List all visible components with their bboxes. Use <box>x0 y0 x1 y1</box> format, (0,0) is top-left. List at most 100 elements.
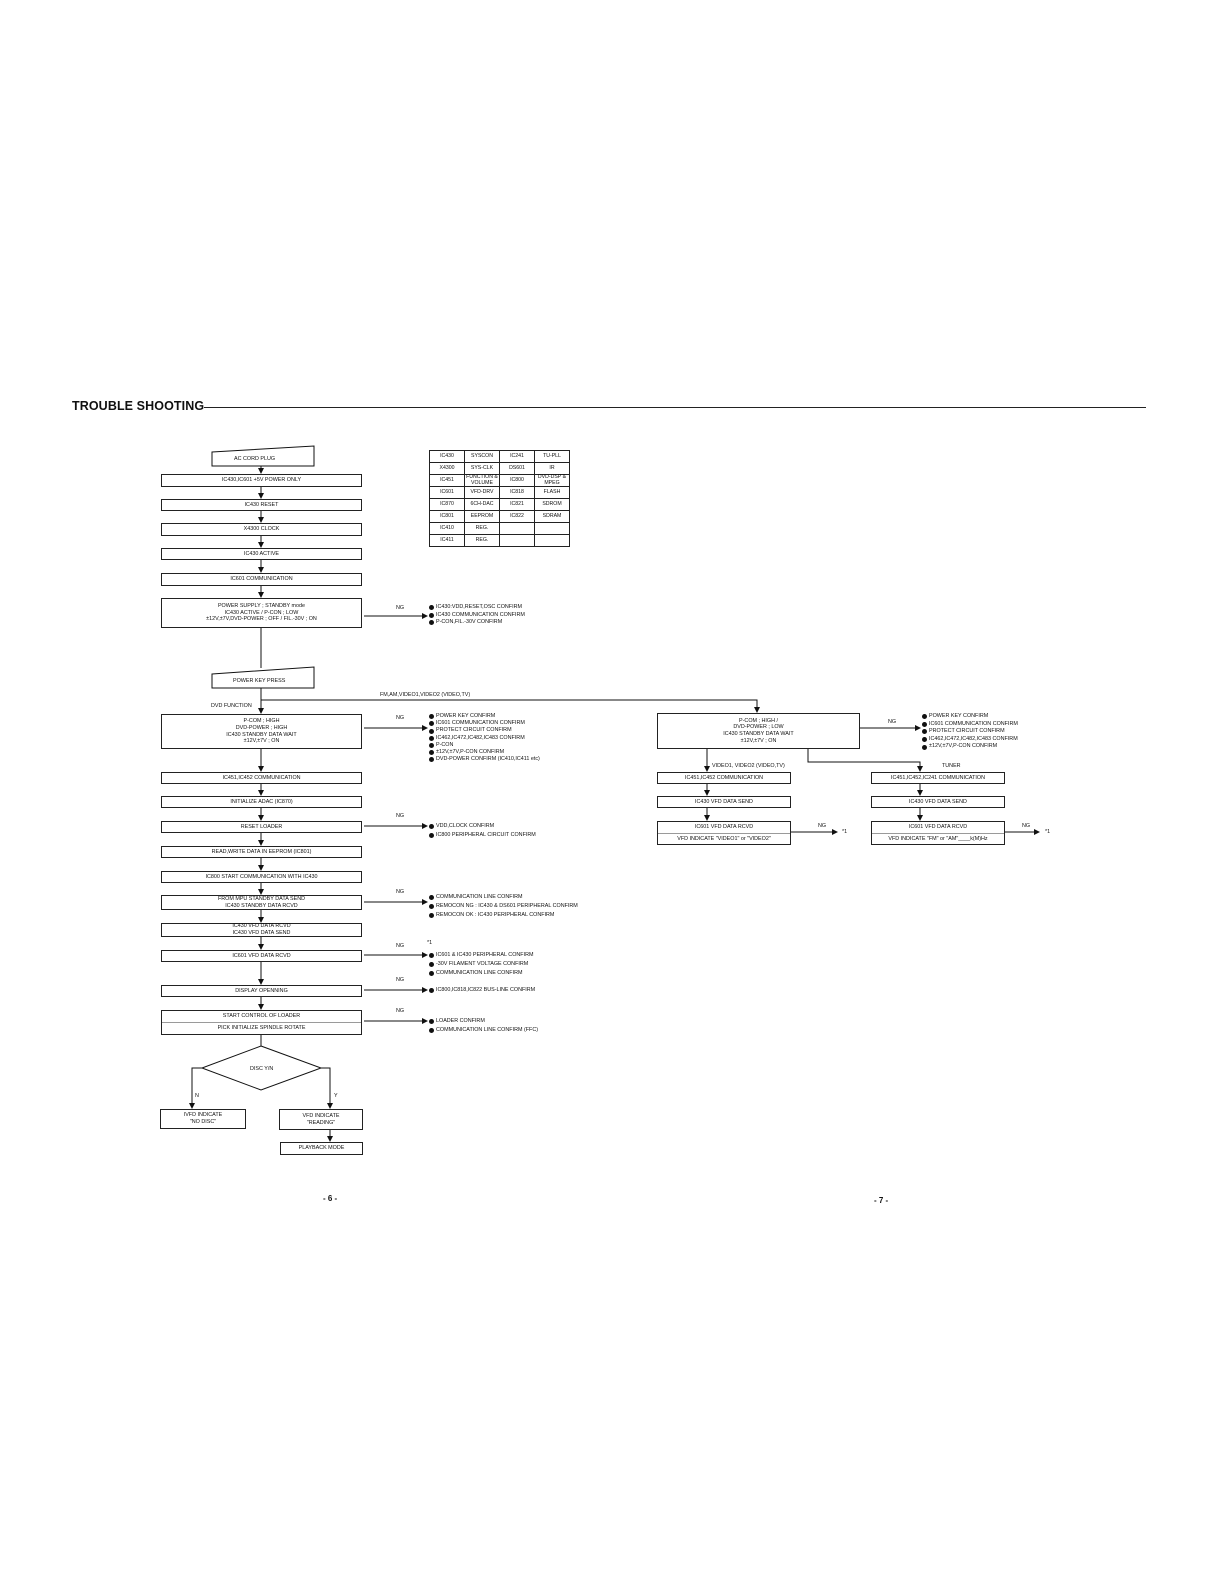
fm-am-video-label: FM,AM,VIDEO1,VIDEO2 (VIDEO,TV) <box>380 692 471 698</box>
ic-table-cell: IC451 <box>429 473 465 488</box>
check-item: IC601 & IC430 PERIPHERAL CONFIRM <box>429 951 533 960</box>
check-item: IC601 COMMUNICATION CONFIRM <box>429 720 540 727</box>
ic451-communication-box: IC451,IC452 COMMUNICATION <box>161 772 362 784</box>
ng-label: NG <box>818 823 827 829</box>
from-mpu-box: FROM MPU STANDBY DATA SEND IC430 STANDBY… <box>161 895 362 910</box>
check-item-text: P-CON,FIL.-30V CONFIRM <box>436 619 503 626</box>
power-key-press-shape <box>211 666 315 689</box>
ng-label: NG <box>888 719 897 725</box>
tuner-branch-label: TUNER <box>942 763 961 769</box>
check-item-text: ±12V,±7V,P-CON CONFIRM <box>929 743 998 750</box>
ic-table-cell: X4300 <box>429 462 465 475</box>
vfd-rcvd-send-box: IC430 VFD DATA RCVD IC430 VFD DATA SEND <box>161 923 362 937</box>
bullet-icon <box>429 988 434 994</box>
check-item: LOADER CONFIRM <box>429 1017 538 1026</box>
ic-table-cell: SYSCON <box>464 450 500 463</box>
check-item-text: IC462,IC472,IC482,IC483 CONFIRM <box>929 735 1018 742</box>
check-item-text: ±12V,±7V,P-CON CONFIRM <box>436 749 505 756</box>
bullet-icon <box>429 833 434 838</box>
ic-table-cell: IR <box>534 462 570 475</box>
page-title: TROUBLE SHOOTING <box>72 399 205 413</box>
ic-table-cell: EEPROM <box>464 510 500 524</box>
ic601-communication-box: IC601 COMMUNICATION <box>161 573 362 586</box>
check-item-text: REMOCON NG : IC430 & DS601 PERIPHERAL CO… <box>436 903 578 909</box>
star1-label: *1 <box>427 940 433 946</box>
tuner-vfd-rcvd-box: IC601 VFD DATA RCVD VFD INDICATE "FM" or… <box>871 821 1005 845</box>
initialize-adac-box: INITIALIZE ADAC (IC870) <box>161 796 362 808</box>
bullet-icon <box>429 1019 434 1024</box>
display-checks: IC800,IC818,IC822 BUS-LINE CONFIRM <box>429 987 535 995</box>
check-item-text: POWER KEY CONFIRM <box>929 713 989 719</box>
ic-table-cell: IC801 <box>429 510 465 524</box>
bullet-icon <box>922 729 927 735</box>
bullet-icon <box>922 714 927 720</box>
check-item: COMMUNICATION LINE CONFIRM <box>429 893 578 902</box>
check-item: DVD-POWER CONFIRM (IC410,IC411 etc) <box>429 756 540 763</box>
reset-loader-box: RESET LOADER <box>161 821 362 833</box>
check-item-text: REMOCON OK : IC430 PERIPHERAL CONFIRM <box>436 912 555 918</box>
bullet-icon <box>429 962 434 967</box>
check-item: POWER KEY CONFIRM <box>429 713 540 720</box>
check-item: IC430:VDD,RESET,OSC CONFIRM <box>429 604 525 612</box>
video-branch-label: VIDEO1, VIDEO2 (VIDEO,TV) <box>712 763 785 769</box>
ic-table-cell: 6CH-DAC <box>464 498 500 512</box>
check-item-text: IC800,IC818,IC822 BUS-LINE CONFIRM <box>436 987 536 993</box>
pcom-high-box: P-COM ; HIGH DVD-POWER ; HIGH IC430 STAN… <box>161 714 362 749</box>
check-item: IC462,IC472,IC482,IC483 CONFIRM <box>922 736 1018 744</box>
page-number-left: - 6 - <box>323 1194 338 1203</box>
ic-table-cell: VFD-DRV <box>464 486 500 500</box>
video-vfd-send-box: IC430 VFD DATA SEND <box>657 796 791 808</box>
ic-table-cell: IC822 <box>499 510 535 524</box>
ng-label: NG <box>396 605 405 611</box>
check-item-text: LOADER CONFIRM <box>436 1018 485 1024</box>
check-item-text: P-CON <box>436 741 454 748</box>
ic-table-cell: DS601 <box>499 462 535 475</box>
playback-mode-box: PLAYBACK MODE <box>280 1142 363 1155</box>
bullet-icon <box>429 605 434 611</box>
bullet-icon <box>429 971 434 976</box>
check-item: REMOCON OK : IC430 PERIPHERAL CONFIRM <box>429 911 578 920</box>
active-box: IC430 ACTIVE <box>161 548 362 560</box>
check-item: IC601 COMMUNICATION CONFIRM <box>922 721 1018 729</box>
check-item: ±12V,±7V,P-CON CONFIRM <box>429 749 540 756</box>
bullet-icon <box>429 728 434 734</box>
disc-yn-label: DISC Y/N <box>250 1066 274 1072</box>
check-item: POWER KEY CONFIRM <box>922 713 1018 721</box>
ic-table-cell: IC410 <box>429 522 465 536</box>
ng-label: NG <box>396 715 405 721</box>
tuner-communication-box: IC451,IC452,IC241 COMMUNICATION <box>871 772 1005 784</box>
star1-label: *1 <box>1045 829 1051 835</box>
tuner-vfd-send-box: IC430 VFD DATA SEND <box>871 796 1005 808</box>
from-mpu-checks: COMMUNICATION LINE CONFIRM REMOCON NG : I… <box>429 893 578 920</box>
ic-table-cell: SDROM <box>534 498 570 512</box>
pcom-low-box: P-COM ; HIGH / DVD-POWER ; LOW IC430 STA… <box>657 713 860 749</box>
bullet-icon <box>429 913 434 918</box>
ic-table-cell: SYS-CLK <box>464 462 500 475</box>
ic-table-cell: TU-PLL <box>534 450 570 463</box>
ic-table-cell: FUNCTION & VOLUME <box>464 473 500 488</box>
bullet-icon <box>429 824 434 829</box>
ic-table-cell <box>534 534 570 548</box>
check-item: P-CON,FIL.-30V CONFIRM <box>429 619 525 627</box>
bullet-icon <box>429 735 434 741</box>
check-item-text: COMMUNICATION LINE CONFIRM <box>436 894 523 900</box>
bullet-icon <box>922 737 927 743</box>
check-item: PROTECT CIRCUIT CONFIRM <box>922 728 1018 736</box>
read-write-eeprom-box: READ,WRITE DATA IN EEPROM (IC801) <box>161 846 362 858</box>
ic-table-cell: FLASH <box>534 486 570 500</box>
bullet-icon <box>429 1028 434 1033</box>
check-item-text: IC601 COMMUNICATION CONFIRM <box>929 720 1018 727</box>
video-vfd-rcvd-box: IC601 VFD DATA RCVD VFD INDICATE "VIDEO1… <box>657 821 791 845</box>
bullet-icon <box>429 714 434 720</box>
display-opening-box: DISPLAY OPENNING <box>161 985 362 997</box>
check-item: P-CON <box>429 742 540 749</box>
ic-table-cell: IC241 <box>499 450 535 463</box>
ic-table-cell <box>499 534 535 548</box>
check-item-text: POWER KEY CONFIRM <box>436 713 496 719</box>
